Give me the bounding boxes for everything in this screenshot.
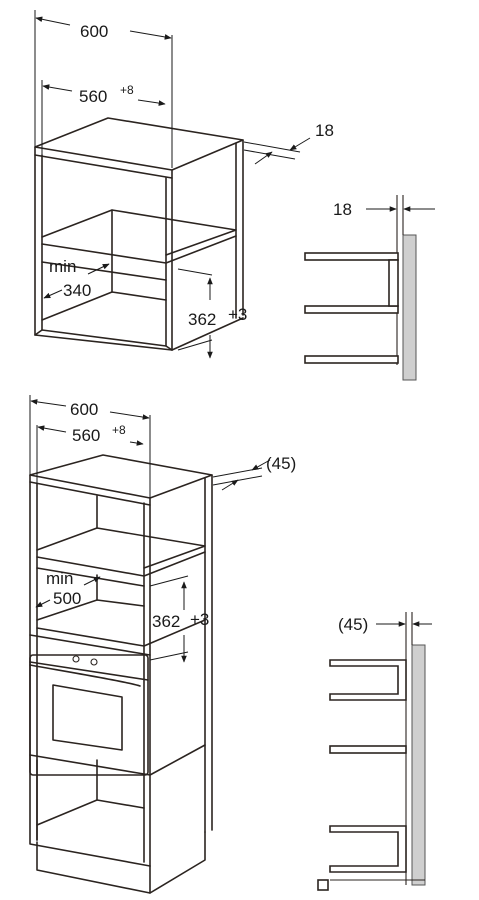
bottom-width-dimension: 600 — [29, 395, 151, 498]
bottom-inner-width-label: 560 — [72, 426, 100, 445]
top-height-tolerance: +3 — [228, 305, 247, 324]
top-height-dimension: 362 +3 — [177, 268, 247, 359]
bottom-side-view: (45) — [317, 612, 432, 891]
bottom-cabinet — [29, 454, 213, 894]
top-inner-width-dimension: 560 +8 — [41, 80, 166, 155]
top-cabinet — [34, 117, 244, 351]
top-height-label: 362 — [188, 310, 216, 329]
top-width-label: 600 — [80, 22, 108, 41]
top-width-dimension: 600 — [34, 10, 173, 168]
bottom-height-tolerance: +3 — [190, 610, 209, 629]
top-panel-label: 18 — [315, 121, 334, 140]
top-inner-width-tolerance: +8 — [120, 83, 134, 97]
top-panel-dimension: 18 — [243, 121, 334, 165]
bottom-height-dimension: 362 +3 — [149, 575, 209, 663]
top-min-value: 340 — [63, 281, 91, 300]
bottom-min-label: min — [46, 569, 73, 588]
bottom-width-label: 600 — [70, 400, 98, 419]
bottom-gap-label: (45) — [266, 454, 296, 473]
bottom-inner-width-tolerance: +8 — [112, 423, 126, 437]
top-min-label: min — [49, 257, 76, 276]
top-inner-width-label: 560 — [79, 87, 107, 106]
bottom-min-height: min 500 — [35, 569, 101, 608]
top-side-panel-label: 18 — [333, 200, 352, 219]
bottom-side-gap-label: (45) — [338, 615, 368, 634]
bottom-inner-width-dimension: 560 +8 — [36, 423, 144, 484]
bottom-min-value: 500 — [53, 589, 81, 608]
bottom-height-label: 362 — [152, 612, 180, 631]
top-side-view: 18 — [304, 195, 435, 381]
top-min-height: min 340 — [43, 257, 110, 300]
bottom-gap-dimension: (45) — [212, 454, 296, 491]
